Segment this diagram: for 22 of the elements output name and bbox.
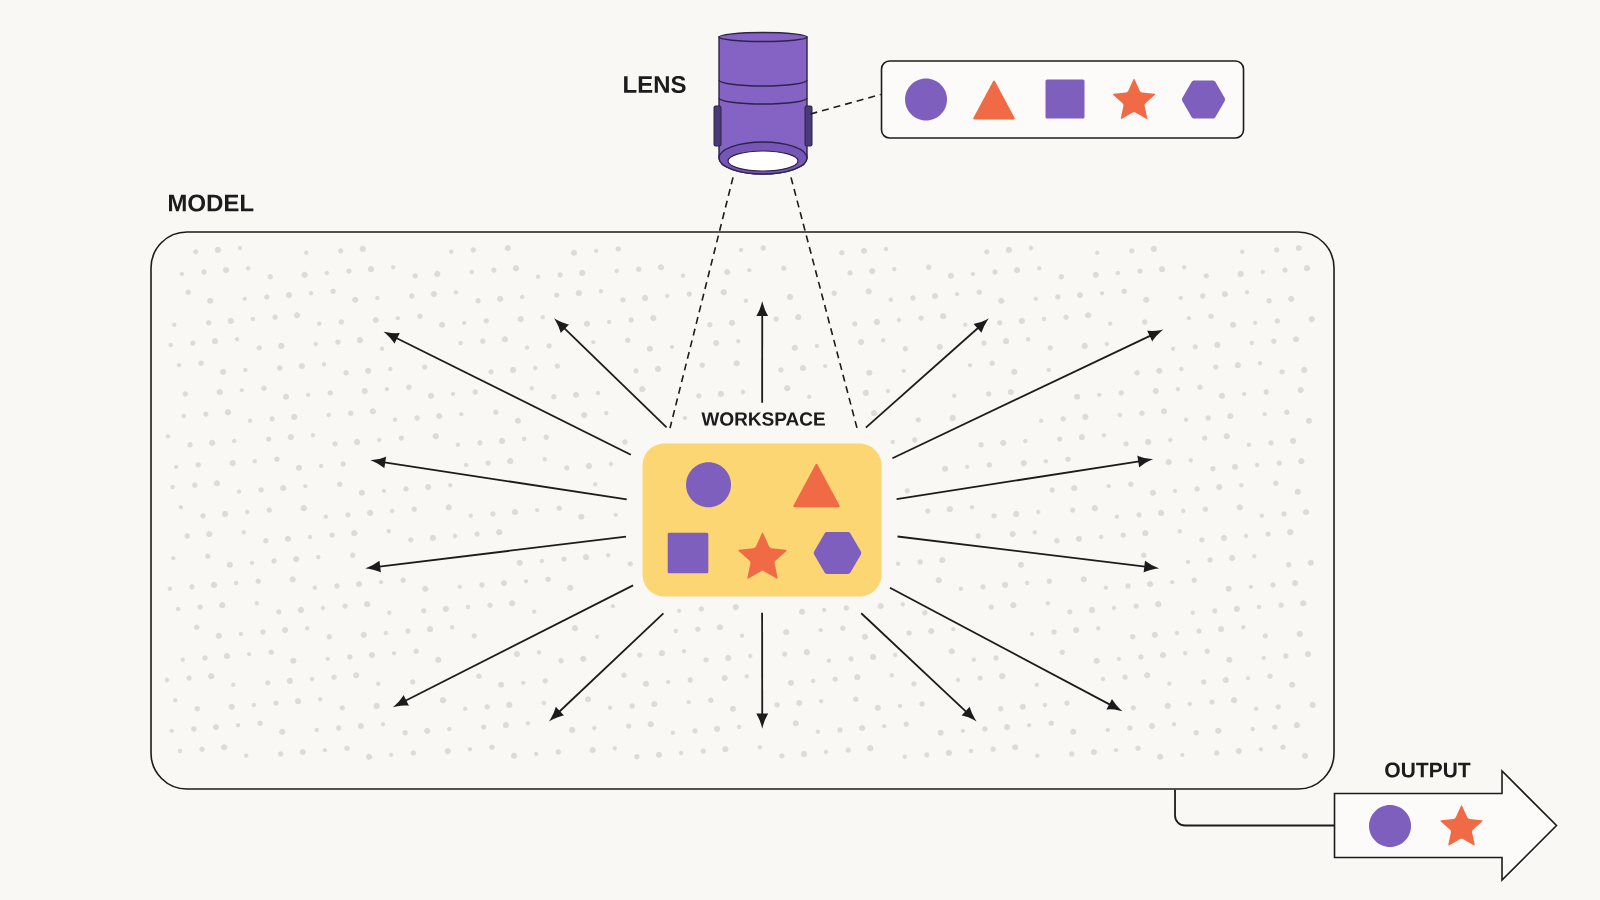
arrow (555, 319, 668, 429)
arrow (385, 332, 632, 456)
heading: OUTPUT (1385, 762, 1471, 778)
arrow (395, 584, 634, 707)
arrow (891, 330, 1161, 460)
arrow (550, 612, 665, 720)
arrow (756, 303, 768, 404)
label: LENS (624, 76, 686, 93)
arrow (756, 611, 768, 726)
arrow (367, 535, 627, 572)
connector-line (1174, 788, 1335, 827)
heading: MODEL (169, 194, 254, 212)
arrow (895, 456, 1151, 500)
arrow (896, 535, 1157, 572)
arrow (864, 319, 988, 429)
arrow (889, 586, 1121, 711)
dashed-line (790, 176, 858, 429)
arrow (372, 457, 628, 501)
heading: WORKSPACE (701, 412, 825, 426)
dashed-line (669, 176, 734, 429)
dashed-line (809, 93, 882, 115)
arrow (860, 612, 975, 720)
